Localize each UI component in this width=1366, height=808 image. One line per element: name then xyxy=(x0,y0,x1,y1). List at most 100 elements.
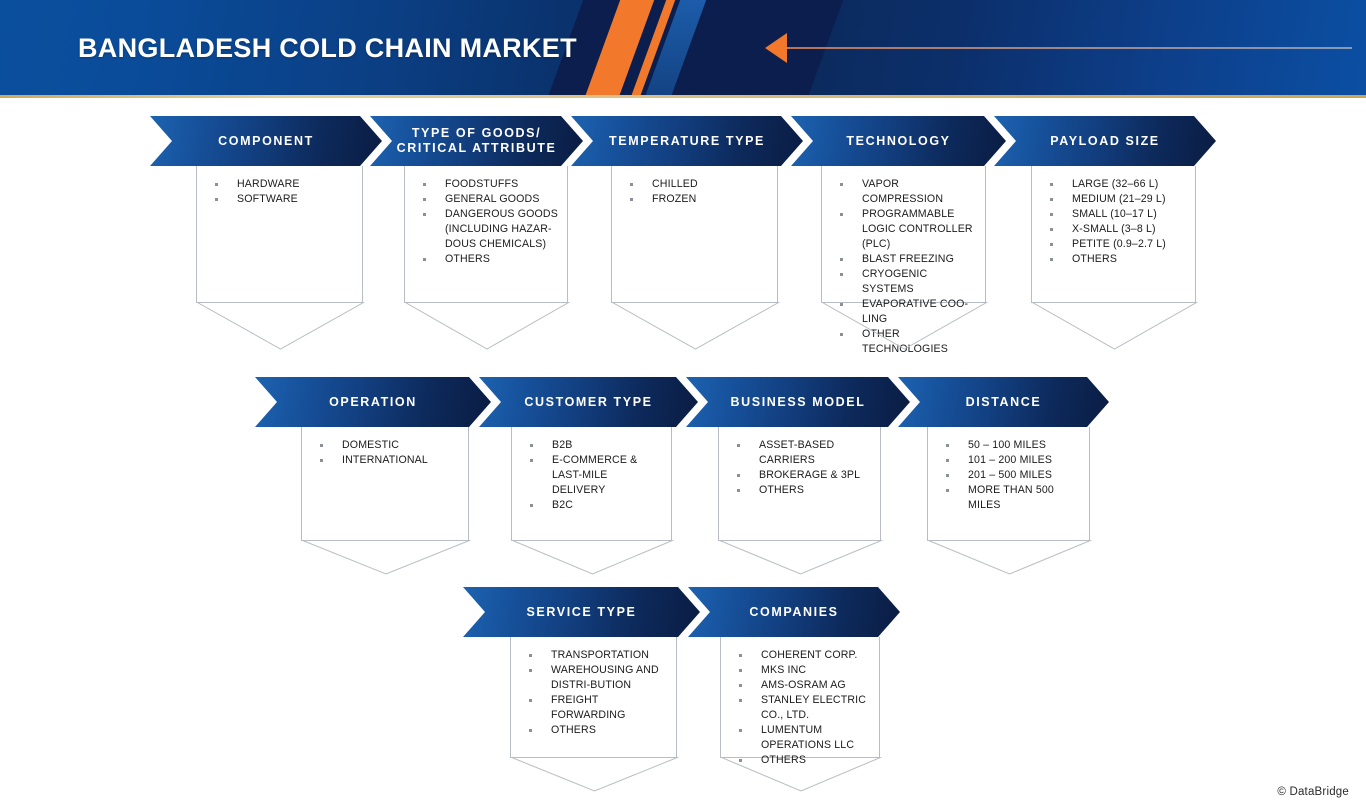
list-item: LUMENTUM OPERATIONS LLC xyxy=(735,723,871,753)
segment-banner-temperature-type[interactable]: TEMPERATURE TYPE xyxy=(571,116,803,166)
list-item: 50 – 100 MILES xyxy=(942,438,1081,453)
list-item: OTHERS xyxy=(525,723,668,738)
list-item: WAREHOUSING AND DISTRI-BUTION xyxy=(525,663,668,693)
segment-banner-title-line: CRITICAL ATTRIBUTE xyxy=(396,141,557,155)
segment-banner-title-line: DISTANCE xyxy=(965,394,1042,409)
list-item: DOMESTIC xyxy=(316,438,460,453)
segment-banner-title: CUSTOMER TYPE xyxy=(524,395,652,410)
list-item: PROGRAMMABLE LOGIC CONTROLLER (PLC) xyxy=(836,207,977,252)
list-item: B2B xyxy=(526,438,663,453)
segment-banner-payload-size[interactable]: PAYLOAD SIZE xyxy=(994,116,1216,166)
segment-banner-title-line: CUSTOMER TYPE xyxy=(524,394,653,409)
list-item: INTERNATIONAL xyxy=(316,453,460,468)
segment-banner-title: SERVICE TYPE xyxy=(527,605,637,620)
card-chevron-point xyxy=(927,540,1092,575)
list-item: EVAPORATIVE COO-LING xyxy=(836,297,977,327)
segment-banner-title-line: COMPANIES xyxy=(749,604,839,619)
segment-banner-title: BUSINESS MODEL xyxy=(731,395,866,410)
list-item: X-SMALL (3–8 L) xyxy=(1046,222,1187,237)
segment-item-list: LARGE (32–66 L)MEDIUM (21–29 L)SMALL (10… xyxy=(1032,166,1195,267)
list-item: STANLEY ELECTRIC CO., LTD. xyxy=(735,693,871,723)
list-item: OTHERS xyxy=(735,753,871,768)
list-item: 101 – 200 MILES xyxy=(942,453,1081,468)
segment-banner-title-line: COMPONENT xyxy=(218,133,314,148)
segment-banner-title: PAYLOAD SIZE xyxy=(1050,134,1160,149)
segment-banner-title-line: TECHNOLOGY xyxy=(846,133,951,148)
header-rule-line xyxy=(787,47,1352,49)
segment-banner-component[interactable]: COMPONENT xyxy=(150,116,382,166)
header-gold-divider xyxy=(0,95,1366,98)
list-item: ASSET-BASED CARRIERS xyxy=(733,438,872,468)
list-item: SOFTWARE xyxy=(211,192,354,207)
segment-banner-technology[interactable]: TECHNOLOGY xyxy=(791,116,1006,166)
list-item: OTHERS xyxy=(733,483,872,498)
list-item: AMS-OSRAM AG xyxy=(735,678,871,693)
list-item: PETITE (0.9–2.7 L) xyxy=(1046,237,1187,252)
segment-banner-title: OPERATION xyxy=(329,395,417,410)
list-item: MKS INC xyxy=(735,663,871,678)
list-item: OTHERS xyxy=(419,252,559,267)
segment-banner-title: TECHNOLOGY xyxy=(846,134,950,149)
card-chevron-point xyxy=(611,302,780,350)
card-chevron-point xyxy=(404,302,570,350)
list-item: E-COMMERCE & LAST-MILE DELIVERY xyxy=(526,453,663,498)
card-chevron-point xyxy=(511,540,674,575)
segment-banner-title-line: TEMPERATURE TYPE xyxy=(609,133,765,148)
segment-banner-title-line: BUSINESS MODEL xyxy=(730,394,866,409)
card-chevron-point xyxy=(510,757,679,792)
segment-banner-companies[interactable]: COMPANIES xyxy=(688,587,900,637)
list-item: MORE THAN 500 MILES xyxy=(942,483,1081,513)
segment-banner-type-of-goods[interactable]: TYPE OF GOODS/CRITICAL ATTRIBUTE xyxy=(370,116,583,166)
card-chevron-point xyxy=(821,302,988,350)
segment-banner-title-line: OPERATION xyxy=(329,394,417,409)
list-item: TRANSPORTATION xyxy=(525,648,668,663)
list-item: FOODSTUFFS xyxy=(419,177,559,192)
card-chevron-point xyxy=(301,540,471,575)
segment-banner-distance[interactable]: DISTANCE xyxy=(898,377,1109,427)
segment-banner-customer-type[interactable]: CUSTOMER TYPE xyxy=(479,377,698,427)
segment-banner-operation[interactable]: OPERATION xyxy=(255,377,491,427)
page-title: BANGLADESH COLD CHAIN MARKET xyxy=(78,33,577,63)
segment-banner-title: COMPONENT xyxy=(218,134,314,149)
segment-banner-title: DISTANCE xyxy=(966,395,1042,410)
page-header: BANGLADESH COLD CHAIN MARKET xyxy=(0,0,1366,97)
list-item: B2C xyxy=(526,498,663,513)
list-item: DANGEROUS GOODS (INCLUDING HAZAR-DOUS CH… xyxy=(419,207,559,252)
list-item: VAPOR COMPRESSION xyxy=(836,177,977,207)
segment-banner-business-model[interactable]: BUSINESS MODEL xyxy=(686,377,910,427)
list-item: MEDIUM (21–29 L) xyxy=(1046,192,1187,207)
segment-banner-title-line: SERVICE TYPE xyxy=(526,604,637,619)
list-item: BROKERAGE & 3PL xyxy=(733,468,872,483)
list-item: COHERENT CORP. xyxy=(735,648,871,663)
list-item: FREIGHT FORWARDING xyxy=(525,693,668,723)
segment-banner-title-line: PAYLOAD SIZE xyxy=(1050,133,1160,148)
segment-banner-service-type[interactable]: SERVICE TYPE xyxy=(463,587,700,637)
list-item: 201 – 500 MILES xyxy=(942,468,1081,483)
segment-banner-title-line: TYPE OF GOODS/ xyxy=(411,126,542,140)
segment-banner-title: COMPANIES xyxy=(749,605,838,620)
list-item: OTHERS xyxy=(1046,252,1187,267)
list-item: LARGE (32–66 L) xyxy=(1046,177,1187,192)
segment-card-payload-size: LARGE (32–66 L)MEDIUM (21–29 L)SMALL (10… xyxy=(1031,166,1198,350)
list-item: SMALL (10–17 L) xyxy=(1046,207,1187,222)
card-chevron-point xyxy=(1031,302,1198,350)
copyright-credit: © DataBridge xyxy=(1277,786,1349,798)
card-chevron-point xyxy=(720,757,882,792)
segment-banner-title: TYPE OF GOODS/CRITICAL ATTRIBUTE xyxy=(397,126,557,156)
card-chevron-point xyxy=(196,302,365,350)
